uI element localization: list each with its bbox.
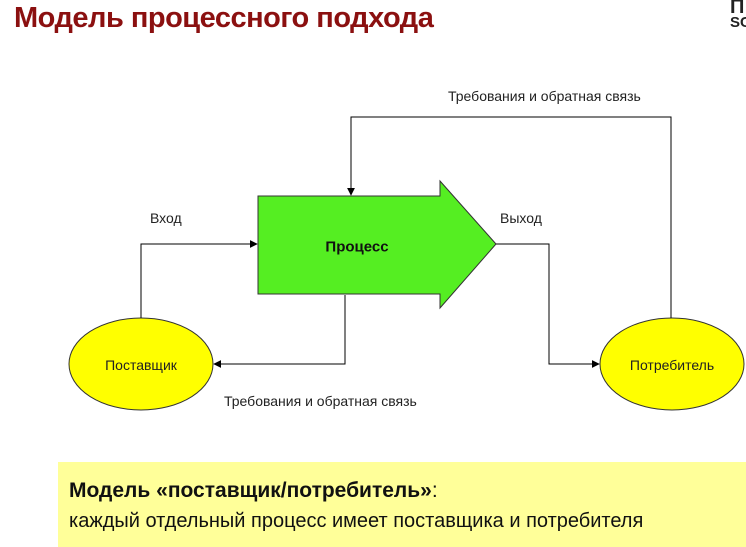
- corner-logo-line2: SC: [730, 14, 746, 31]
- input-label: Вход: [150, 210, 182, 226]
- summary-heading: Модель «поставщик/потребитель»:: [69, 476, 746, 506]
- corner-logo-line1: П: [730, 0, 745, 18]
- page-title: Модель процессного подхода: [14, 2, 434, 34]
- consumer-node: [599, 317, 745, 411]
- output-label: Выход: [500, 210, 542, 226]
- output-connector: [496, 243, 600, 368]
- supplier-label: Поставщик: [105, 357, 177, 373]
- feedback-bottom-connector: [213, 295, 346, 368]
- process-shape: [257, 179, 497, 310]
- summary-colon: :: [431, 479, 438, 502]
- summary-bold-text: Модель «поставщик/потребитель»: [69, 479, 432, 502]
- summary-box: Модель «поставщик/потребитель»: каждый о…: [58, 462, 746, 547]
- feedback-top-connector: [347, 116, 672, 318]
- process-diagram: [68, 116, 745, 411]
- consumer-label: Потребитель: [629, 357, 715, 373]
- feedback-top-label: Требования и обратная связь: [448, 88, 641, 104]
- feedback-bottom-label: Требования и обратная связь: [224, 393, 417, 409]
- process-label: Процесс: [325, 238, 389, 256]
- corner-logo: П SC: [730, 0, 746, 34]
- input-connector: [140, 240, 258, 318]
- summary-body: каждый отдельный процесс имеет поставщик…: [69, 510, 644, 532]
